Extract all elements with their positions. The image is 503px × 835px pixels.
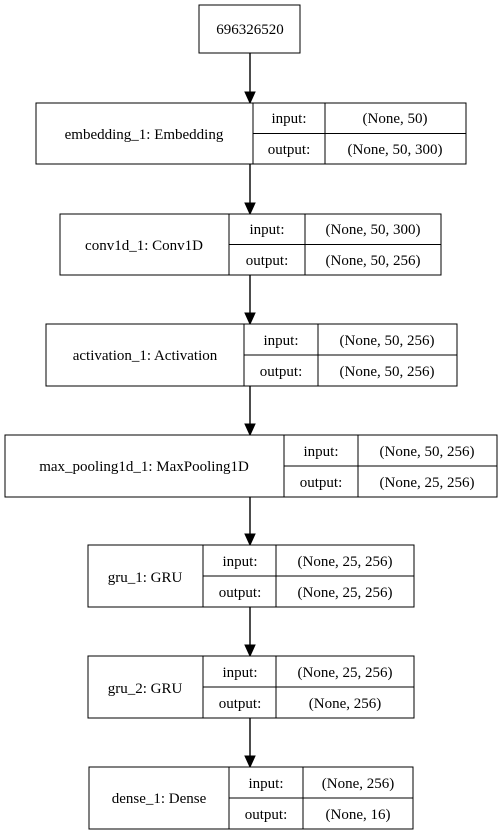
input-shape: (None, 50, 300) [326,222,421,238]
input-label: input: [263,333,298,349]
layer-name: activation_1: Activation [73,348,218,364]
input-label: input: [248,776,283,792]
input-shape: (None, 50, 256) [380,444,475,460]
layer-name: gru_2: GRU [108,681,183,697]
layer-node-maxpooling: max_pooling1d_1: MaxPooling1D input: out… [4,434,498,498]
layer-node-gru1: gru_1: GRU input: output: (None, 25, 256… [87,544,415,608]
output-shape: (None, 50, 256) [326,253,421,269]
edge-embedding-to-conv1d [244,164,256,216]
output-label: output: [268,142,311,158]
output-shape: (None, 16) [326,807,391,823]
edges [244,53,256,769]
layer-node-dense: dense_1: Dense input: output: (None, 256… [88,766,414,830]
input-node: 696326520 [198,4,301,54]
output-label: output: [219,585,262,601]
edge-gru1-to-gru2 [244,607,256,658]
layer-name: gru_1: GRU [108,570,183,586]
layer-node-activation: activation_1: Activation input: output: … [45,323,458,387]
output-label: output: [300,475,343,491]
input-shape: (None, 50) [363,111,428,127]
output-shape: (None, 256) [309,696,381,712]
input-shape: (None, 50, 256) [340,333,435,349]
output-shape: (None, 50, 300) [348,142,443,158]
input-shape: (None, 25, 256) [298,554,393,570]
layer-name: embedding_1: Embedding [65,127,224,143]
input-label: input: [249,222,284,238]
output-label: output: [245,807,288,823]
input-label: input: [303,444,338,460]
input-label: input: [222,554,257,570]
edge-gru2-to-dense [244,718,256,769]
input-label: input: [271,111,306,127]
input-shape: (None, 25, 256) [298,665,393,681]
input-shape: (None, 256) [322,776,394,792]
edge-input-to-embedding [244,53,256,105]
layer-node-conv1d: conv1d_1: Conv1D input: output: (None, 5… [59,213,442,276]
output-shape: (None, 50, 256) [340,364,435,380]
input-node-label: 696326520 [216,22,284,38]
output-shape: (None, 25, 256) [298,585,393,601]
edge-maxpool-to-gru1 [244,497,256,547]
output-label: output: [219,696,262,712]
layer-name: conv1d_1: Conv1D [85,238,203,254]
output-shape: (None, 25, 256) [380,475,475,491]
layer-name: dense_1: Dense [112,791,207,807]
layer-name: max_pooling1d_1: MaxPooling1D [39,459,249,475]
edge-activation-to-maxpool [244,386,256,437]
edge-conv1d-to-activation [244,275,256,326]
input-label: input: [222,665,257,681]
output-label: output: [246,253,289,269]
layer-node-gru2: gru_2: GRU input: output: (None, 25, 256… [87,655,415,719]
output-label: output: [260,364,303,380]
layer-node-embedding: embedding_1: Embedding input: output: (N… [35,102,467,165]
